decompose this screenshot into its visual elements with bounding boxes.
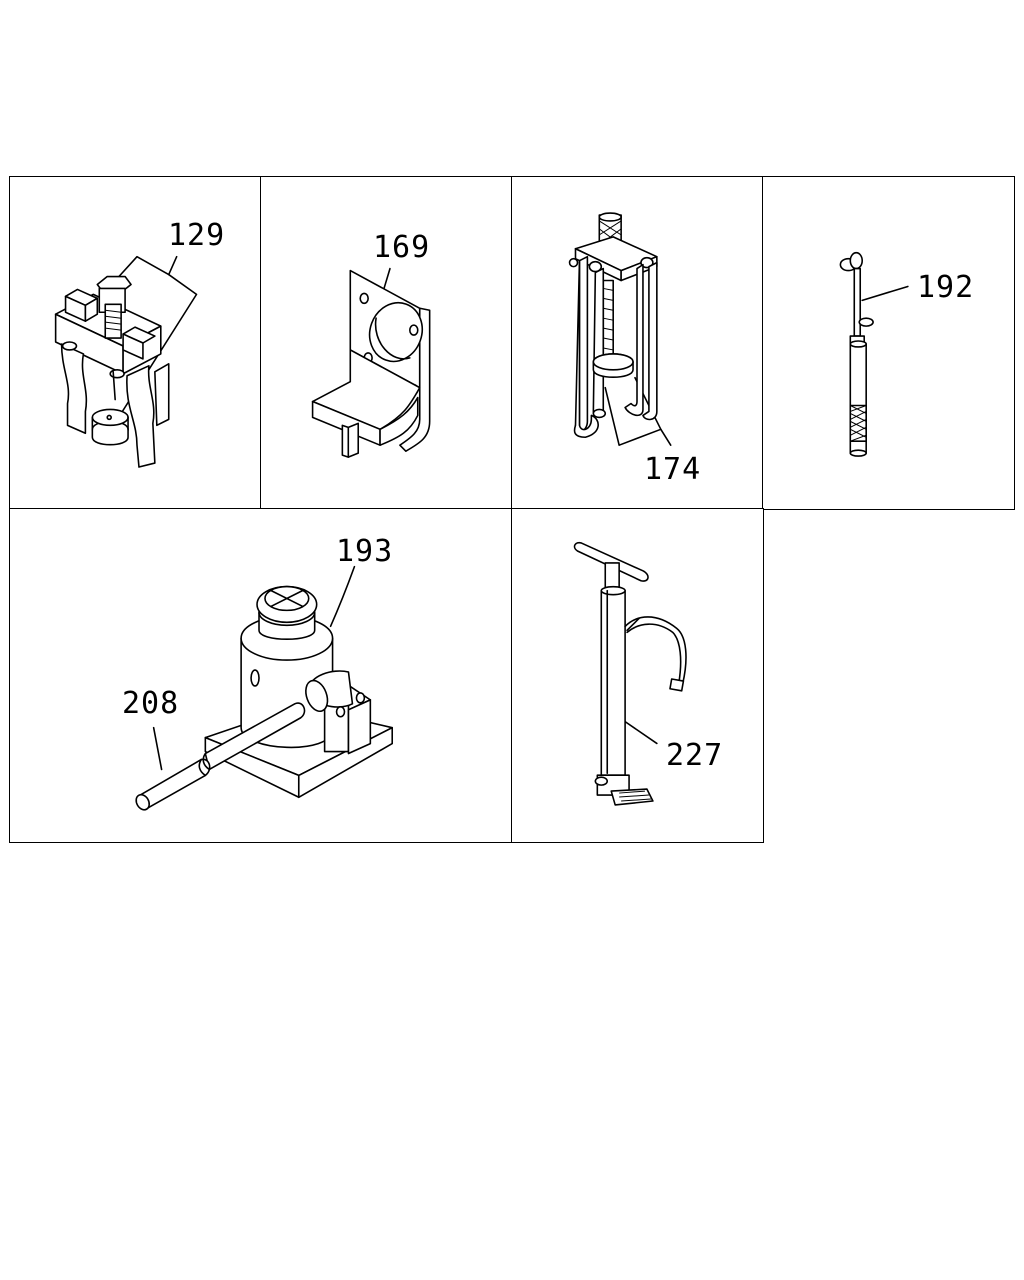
angle-plate-drawing <box>311 267 431 458</box>
callout-192: 192 <box>917 270 975 305</box>
callout-193: 193 <box>336 534 394 569</box>
cell-169: 169 <box>260 176 513 510</box>
cell-227: 227 <box>511 508 764 843</box>
callout-208: 208 <box>122 686 180 721</box>
bearing-puller-drawing <box>568 212 672 446</box>
bottle-jack-drawing <box>135 565 394 811</box>
callout-169: 169 <box>373 230 431 265</box>
puller-drawing <box>54 255 198 468</box>
callout-174: 174 <box>644 452 702 487</box>
cell-129: 129 <box>9 176 262 510</box>
callout-227: 227 <box>666 738 724 773</box>
callout-129: 129 <box>168 218 226 253</box>
cell-192: 192 <box>762 176 1015 510</box>
probe-tool-drawing <box>839 251 909 457</box>
cell-193-208: 193 208 <box>9 508 513 843</box>
cell-174: 174 <box>511 176 764 510</box>
floor-pump-drawing <box>573 541 687 806</box>
